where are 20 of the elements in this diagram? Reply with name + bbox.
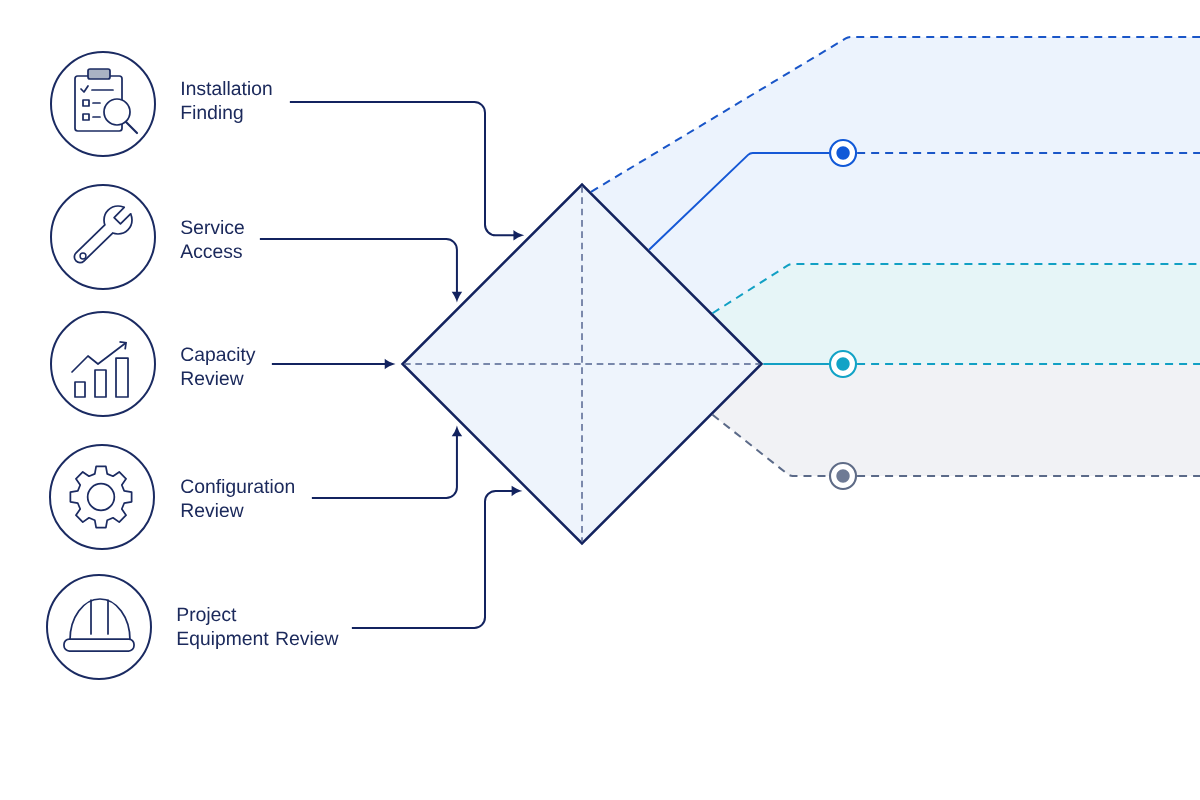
dashed-line — [856, 363, 1200, 365]
band — [591, 37, 1200, 314]
input-label: Installation Finding — [181, 81, 272, 123]
connector-line — [648, 152, 830, 251]
arrow — [288, 101, 522, 240]
input-label: Service Access — [180, 219, 244, 259]
ring-marker — [828, 461, 858, 491]
arrow — [310, 427, 462, 499]
band — [712, 364, 1200, 476]
connector-line — [762, 363, 830, 365]
input-label: Capacity Review — [181, 346, 256, 386]
dashed-line — [856, 152, 1200, 154]
dashed-line — [856, 475, 1200, 477]
arrow — [258, 238, 462, 301]
input-label: Configuration Review — [181, 478, 294, 518]
dashed-line — [590, 36, 1200, 193]
band — [712, 264, 1200, 364]
arrow — [350, 486, 521, 629]
arrow — [270, 359, 394, 369]
input-label: Project Equipment Review — [177, 607, 339, 649]
